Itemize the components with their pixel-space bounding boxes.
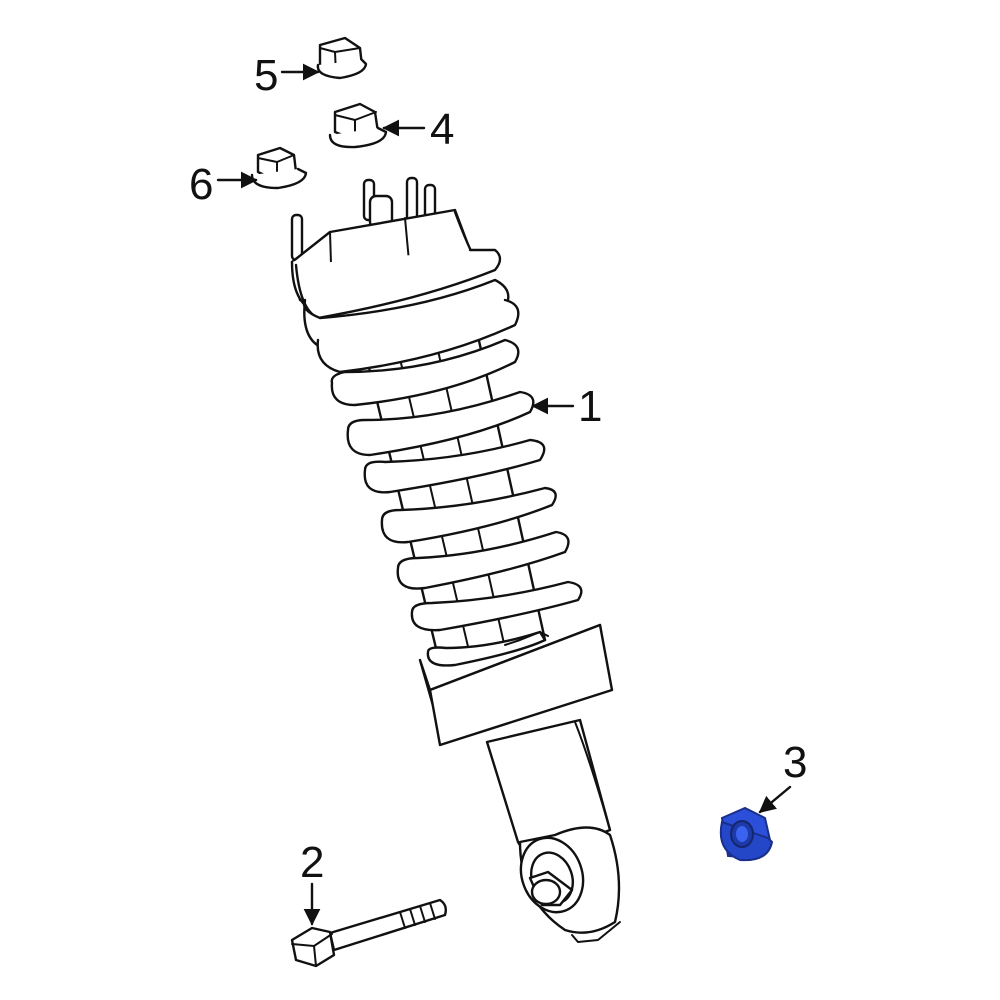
nut-part-3-highlighted[interactable] <box>719 806 774 862</box>
callout-3: 3 <box>783 738 807 787</box>
bolt-part-2 <box>290 898 448 968</box>
nut-part-5 <box>316 36 368 80</box>
callout-6: 6 <box>189 160 213 209</box>
lower-spring-seat <box>418 623 614 747</box>
nut-part-6 <box>250 146 308 190</box>
callout-1: 1 <box>578 382 602 431</box>
callout-2: 2 <box>300 838 324 887</box>
callout-arrows <box>216 63 792 926</box>
coil-spring-strut-assembly <box>290 176 621 943</box>
callout-4: 4 <box>430 105 454 154</box>
nut-part-4 <box>328 102 388 149</box>
coil-spring <box>302 278 583 667</box>
callout-5: 5 <box>254 51 278 100</box>
arrow-to-part-3 <box>758 785 792 814</box>
lower-bushing-eye <box>518 826 621 943</box>
upper-mount <box>290 208 502 320</box>
